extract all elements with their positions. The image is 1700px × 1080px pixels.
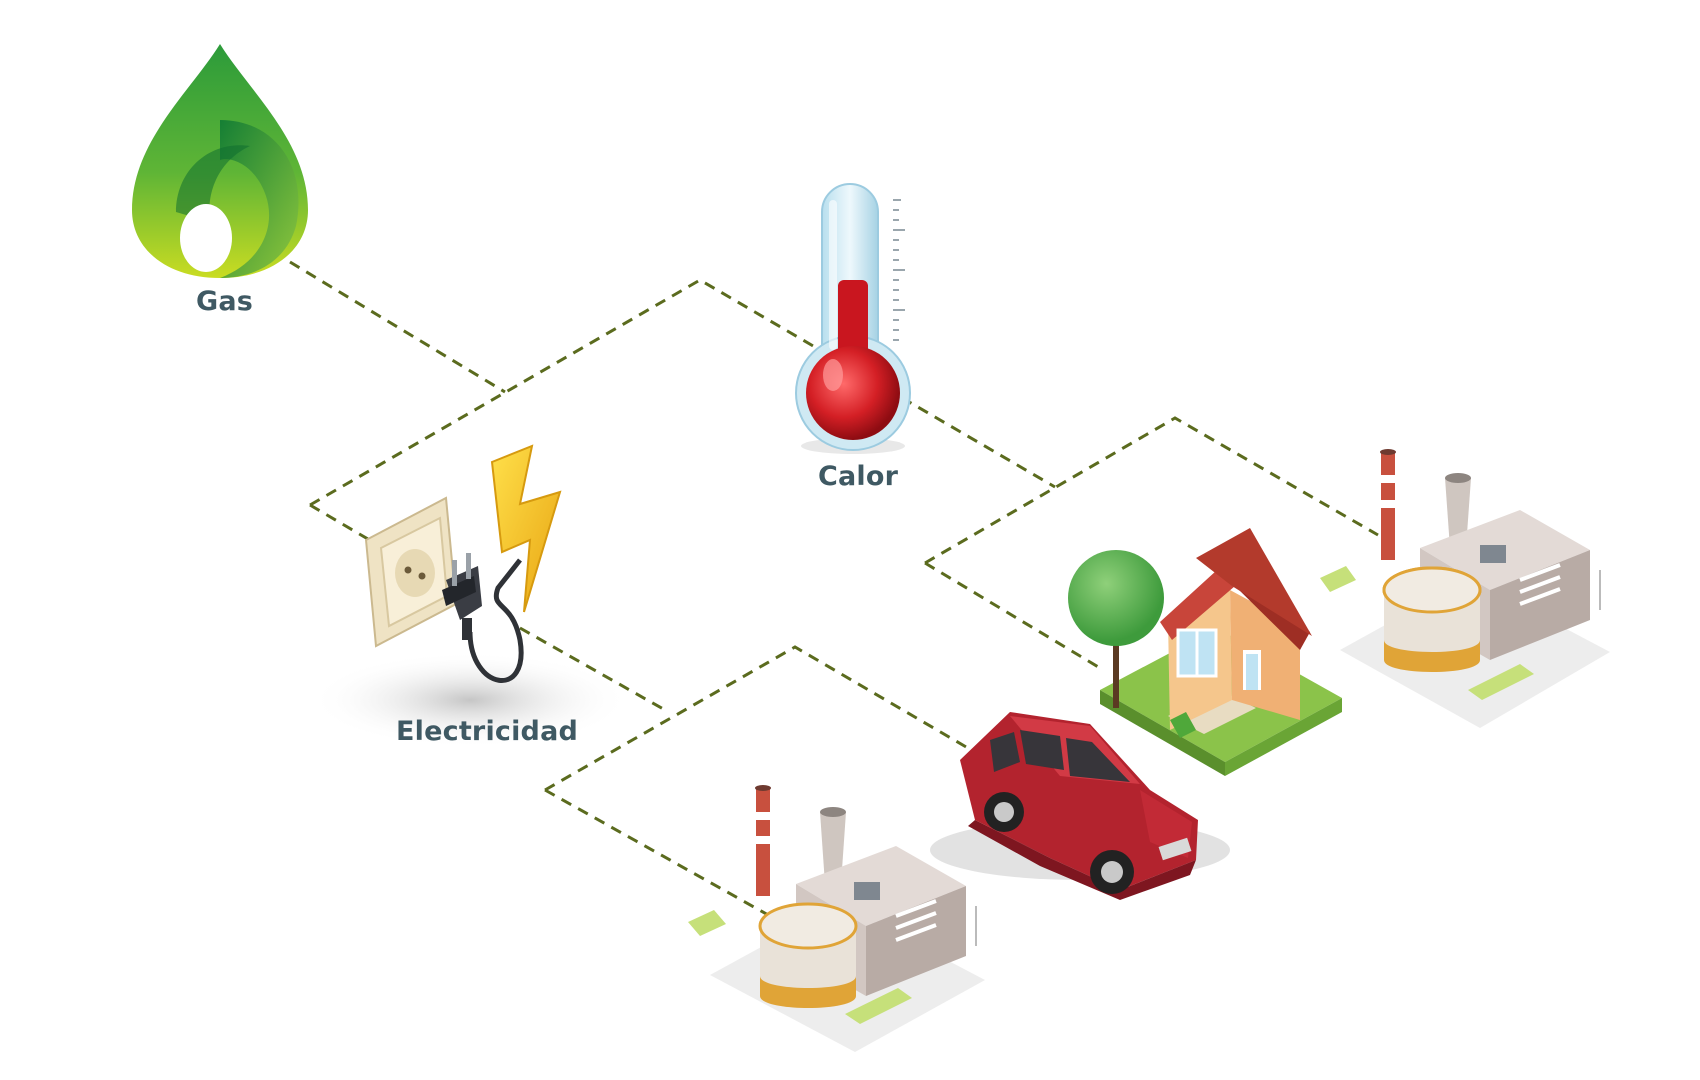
factory-bottom-icon: [688, 785, 985, 1052]
line-lower-diamond: [544, 645, 986, 792]
electricity-icon: [310, 444, 630, 748]
line-right-diamond: [924, 416, 1379, 565]
gas-label: Gas: [196, 286, 254, 317]
gas-drop-icon: [132, 44, 308, 278]
line-right-to-house: [924, 561, 1101, 670]
lightning-bolt-icon: [490, 444, 562, 613]
plug-icon: [442, 553, 524, 683]
electricidad-label: Electricidad: [396, 716, 579, 747]
factory-right-icon: [1320, 449, 1610, 728]
house-with-tree-icon: [1068, 528, 1342, 776]
line-upper-diamond: [309, 278, 1056, 507]
connection-lines: [289, 260, 1379, 918]
line-outlet-to-lower: [519, 626, 666, 712]
wall-outlet-icon: [364, 496, 458, 648]
red-suv-icon: [930, 712, 1230, 900]
line-gas-to-junction: [289, 260, 506, 394]
line-lower-to-factory: [544, 788, 771, 918]
calor-label: Calor: [818, 461, 899, 492]
thermometer-scale: [893, 199, 905, 341]
thermometer-icon: [795, 183, 911, 454]
